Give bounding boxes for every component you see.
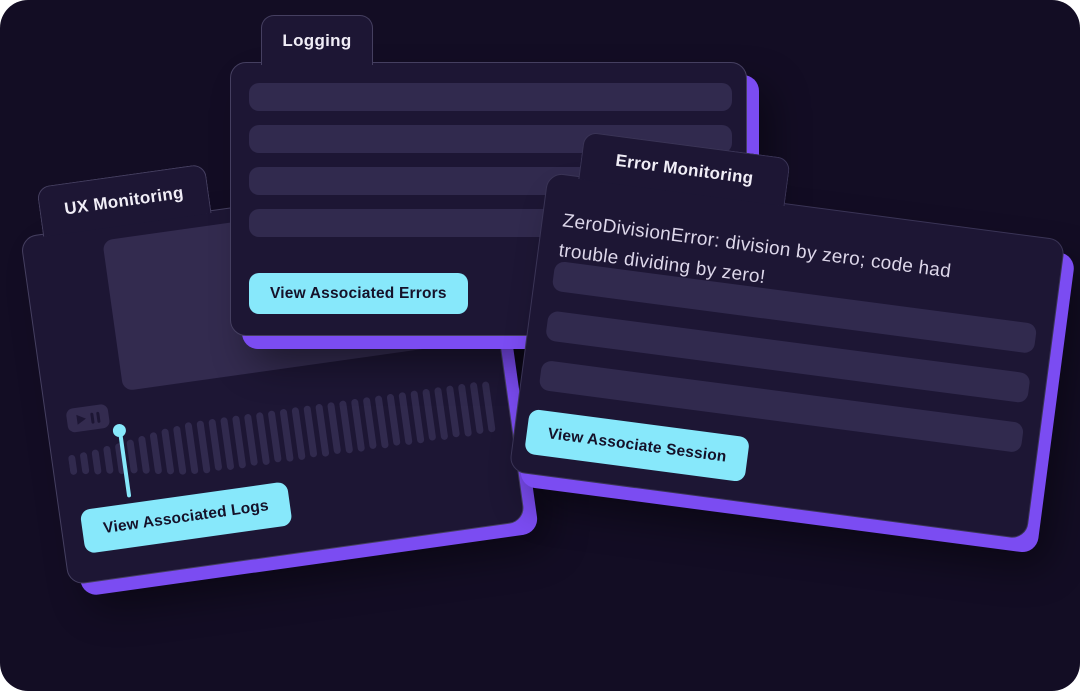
- waveform-bar: [445, 385, 461, 438]
- waveform-bar: [102, 445, 114, 475]
- error-monitoring-tab-label: Error Monitoring: [614, 150, 755, 188]
- ux-monitoring-tab: UX Monitoring: [36, 163, 212, 237]
- waveform-bar: [172, 425, 187, 475]
- waveform-bar: [481, 380, 496, 433]
- log-line-placeholder: [249, 83, 732, 111]
- play-pause-button[interactable]: [65, 403, 111, 434]
- waveform-bar: [243, 413, 259, 467]
- waveform-bar: [161, 428, 175, 475]
- waveform-bar: [208, 418, 223, 472]
- waveform-bar: [386, 393, 401, 447]
- waveform-bar: [184, 421, 199, 475]
- view-associated-errors-button[interactable]: View Associated Errors: [249, 273, 468, 314]
- logging-tab: Logging: [261, 15, 373, 65]
- waveform-bar: [149, 431, 163, 475]
- waveform-bar: [79, 451, 90, 475]
- error-monitoring-card: Error Monitoring ZeroDivisionError: divi…: [508, 131, 1066, 540]
- play-icon: [75, 413, 87, 425]
- logging-card: Logging View Associated Errors: [230, 15, 747, 336]
- waveform-bar: [469, 381, 484, 435]
- waveform-bar: [303, 405, 318, 458]
- waveform-bar: [137, 435, 151, 475]
- view-associated-logs-button[interactable]: View Associated Logs: [79, 481, 293, 554]
- waveform-bar: [267, 410, 282, 463]
- waveform-bar: [327, 401, 342, 455]
- waveform-bar: [362, 396, 377, 450]
- logging-tab-label: Logging: [282, 30, 352, 50]
- pause-icon: [89, 411, 101, 424]
- ux-monitoring-tab-label: UX Monitoring: [63, 182, 185, 218]
- waveform-bar: [422, 388, 437, 442]
- waveform-bar: [67, 454, 78, 476]
- waveform-bar: [91, 448, 102, 475]
- view-associate-session-button[interactable]: View Associate Session: [524, 408, 751, 483]
